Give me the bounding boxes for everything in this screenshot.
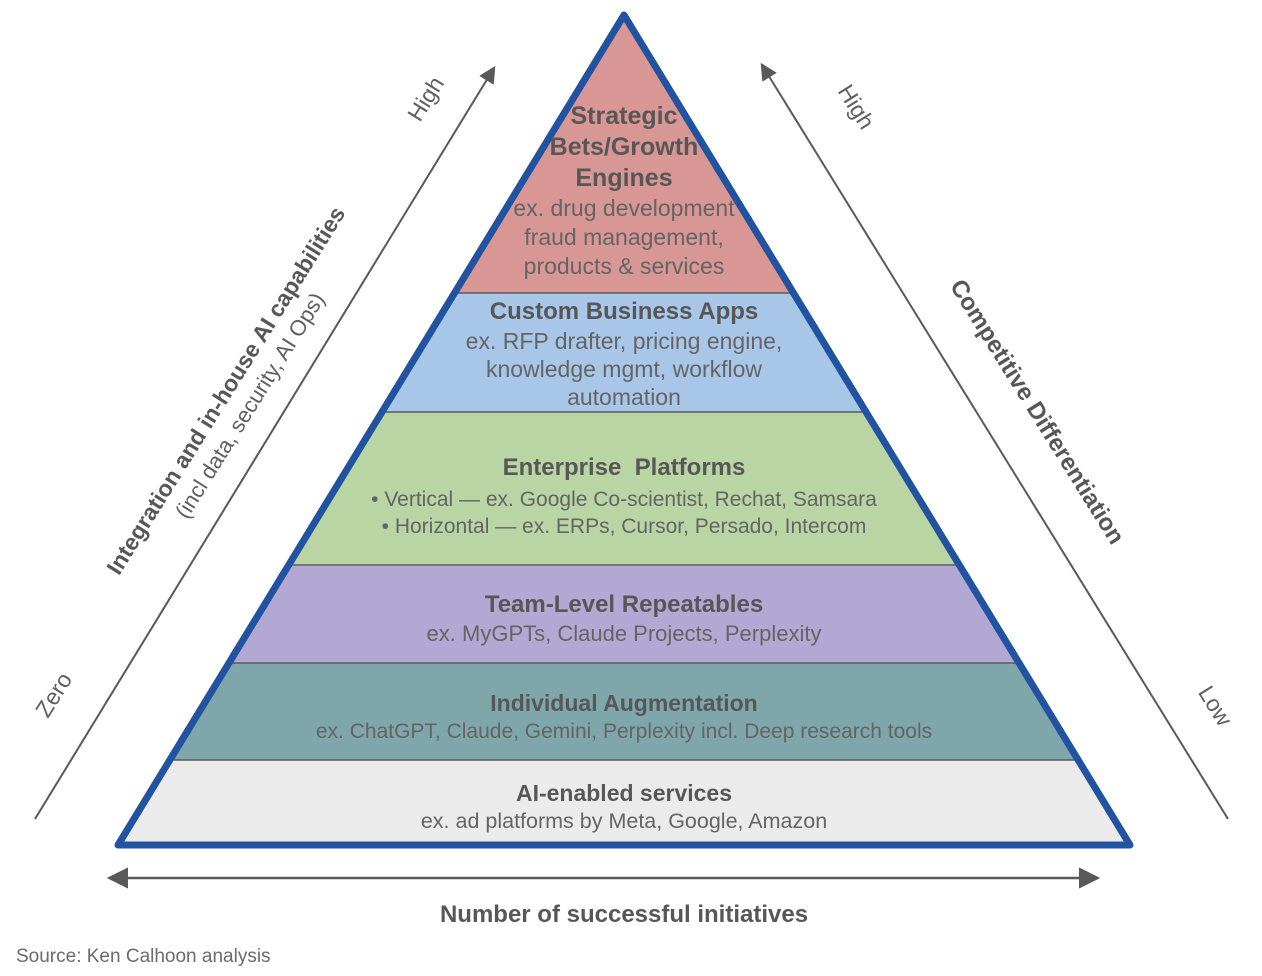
level-shape-individual-augmentation [170, 663, 1078, 760]
level-desc-line: ex. ad platforms by Meta, Google, Amazon [420, 809, 828, 833]
level-desc-line: knowledge mgmt, workflow [485, 356, 763, 382]
level-desc-line: automation [567, 384, 681, 410]
level-text-team-level-repeatables: Team-Level Repeatables ex. MyGPTs, Claud… [427, 589, 822, 648]
level-desc-line: ex. ChatGPT, Claude, Gemini, Perplexity … [315, 720, 933, 743]
level-text-enterprise-platforms: Enterprise Platforms • Vertical — ex. Go… [371, 450, 877, 540]
level-desc-line: • Horizontal — ex. ERPs, Cursor, Persado… [381, 515, 867, 538]
level-shape-ai-enabled-services [118, 760, 1130, 845]
source-text: Source: Ken Calhoon analysis [16, 946, 271, 967]
right-axis-arrow [760, 62, 1229, 820]
level-title-line: AI-enabled services [515, 780, 733, 806]
level-desc-line: fraud management, [524, 224, 724, 250]
level-desc-line: ex. RFP drafter, pricing engine, [465, 328, 783, 354]
level-text-ai-enabled-services: AI-enabled services ex. ad platforms by … [421, 778, 827, 835]
level-desc-line: products & services [523, 253, 725, 279]
bottom-axis-label: Number of successful initiatives [439, 901, 809, 928]
level-title-line: Team-Level Repeatables [484, 591, 764, 618]
level-desc-line: ex. drug development [513, 195, 735, 221]
level-title-line: Bets/Growth [549, 133, 699, 161]
left-axis-arrow [34, 65, 496, 820]
level-title-line: Engines [575, 164, 673, 192]
level-shape-strategic-bets [454, 15, 794, 293]
level-title-line: Custom Business Apps [489, 298, 759, 325]
level-desc-line: • Vertical — ex. Google Co-scientist, Re… [371, 488, 877, 511]
level-shape-team-level-repeatables [229, 565, 1019, 663]
level-desc-line: ex. MyGPTs, Claude Projects, Perplexity [426, 621, 822, 646]
pyramid-outline [114, 11, 1134, 849]
level-text-custom-business-apps: Custom Business Apps ex. RFP drafter, pr… [466, 296, 783, 411]
level-shape-enterprise-platforms [289, 412, 959, 565]
level-text-individual-augmentation: Individual Augmentation ex. ChatGPT, Cla… [316, 688, 932, 746]
level-shape-custom-business-apps [382, 293, 866, 412]
level-title-line: Enterprise Platforms [502, 454, 746, 481]
level-title-line: Individual Augmentation [490, 690, 758, 716]
level-text-strategic-bets: Strategic Bets/Growth Engines ex. drug d… [513, 101, 734, 281]
level-title-line: Strategic [570, 102, 678, 130]
